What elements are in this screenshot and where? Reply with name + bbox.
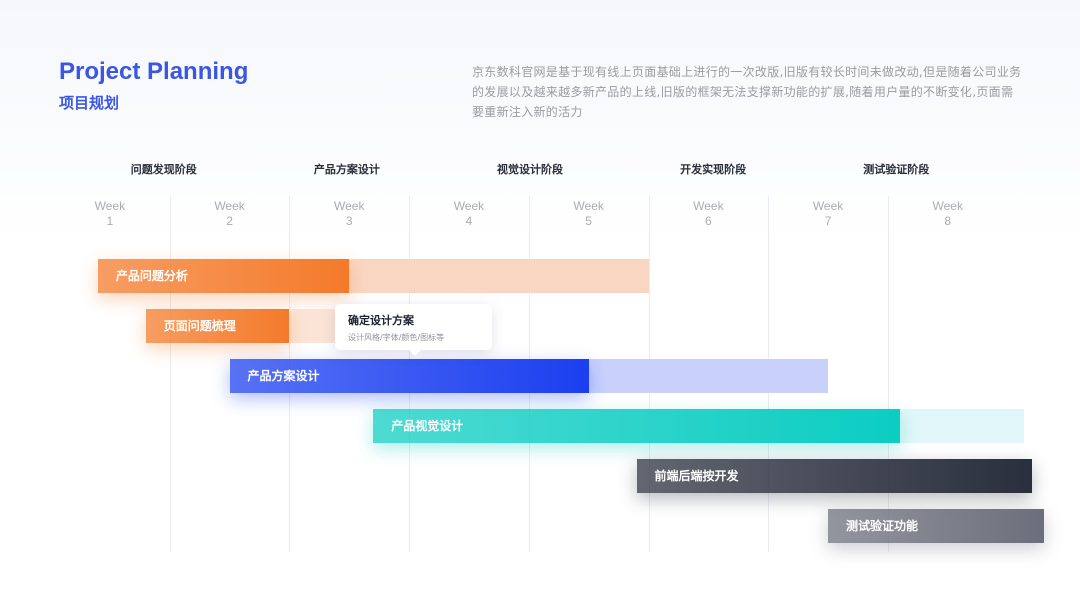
week-tick-word: Week — [94, 199, 126, 213]
task-label: 产品问题分析 — [115, 269, 188, 283]
task-label: 页面问题梳理 — [163, 319, 236, 333]
week-tick-word: Week — [214, 199, 245, 213]
week-tick-word: Week — [693, 199, 724, 213]
task-label: 前端后端按开发 — [654, 469, 739, 483]
annotation-subtitle: 设计风格/字体/颜色/图标等 — [348, 333, 445, 342]
week-tick-word: Week — [573, 199, 604, 213]
week-tick-number: 4 — [465, 214, 473, 228]
week-tick-number: 6 — [705, 214, 712, 228]
week-tick-word: Week — [932, 199, 963, 213]
task-bar-progress[interactable] — [145, 309, 290, 343]
annotation-tooltip: 确定设计方案 设计风格/字体/颜色/图标等 — [335, 304, 492, 356]
week-tick-number: 8 — [944, 214, 952, 228]
phase-label: 视觉设计阶段 — [496, 163, 563, 176]
week-tick-number: 5 — [585, 214, 592, 228]
phase-label: 测试验证阶段 — [863, 163, 930, 176]
grid-line — [169, 196, 171, 552]
phase-label: 问题发现阶段 — [130, 163, 197, 176]
task-bar-progress[interactable] — [373, 409, 900, 443]
phase-label: 产品方案设计 — [313, 163, 380, 176]
week-tick-word: Week — [334, 199, 365, 213]
task-label: 产品视觉设计 — [391, 419, 464, 433]
task-bar-remaining — [349, 259, 649, 293]
week-tick-number: 1 — [106, 214, 114, 228]
week-tick-number: 2 — [226, 214, 233, 228]
grid-line — [887, 196, 889, 552]
task-label: 测试验证功能 — [846, 519, 919, 533]
week-tick-word: Week — [453, 199, 485, 213]
task-bar-progress[interactable] — [636, 459, 1032, 493]
week-tick-number: 3 — [345, 214, 353, 228]
task-label: 产品方案设计 — [247, 369, 320, 383]
task-bar-progress[interactable] — [97, 259, 350, 293]
task-bar-remaining — [588, 359, 829, 393]
week-tick-word: Week — [812, 199, 844, 213]
page-title: Project Planning — [59, 58, 249, 85]
task-bar-progress[interactable] — [229, 359, 589, 393]
phase-label: 开发实现阶段 — [680, 163, 747, 176]
page-subtitle: 项目规划 — [59, 94, 120, 112]
task-bar-remaining — [899, 409, 1024, 443]
annotation-title: 确定设计方案 — [348, 314, 414, 327]
project-description: 京东数科官网是基于现有线上页面基础上进行的一次改版,旧版有较长时间未做改动,但是… — [472, 65, 1022, 119]
task-bar-progress[interactable] — [828, 509, 1044, 543]
week-tick-number: 7 — [824, 214, 832, 228]
